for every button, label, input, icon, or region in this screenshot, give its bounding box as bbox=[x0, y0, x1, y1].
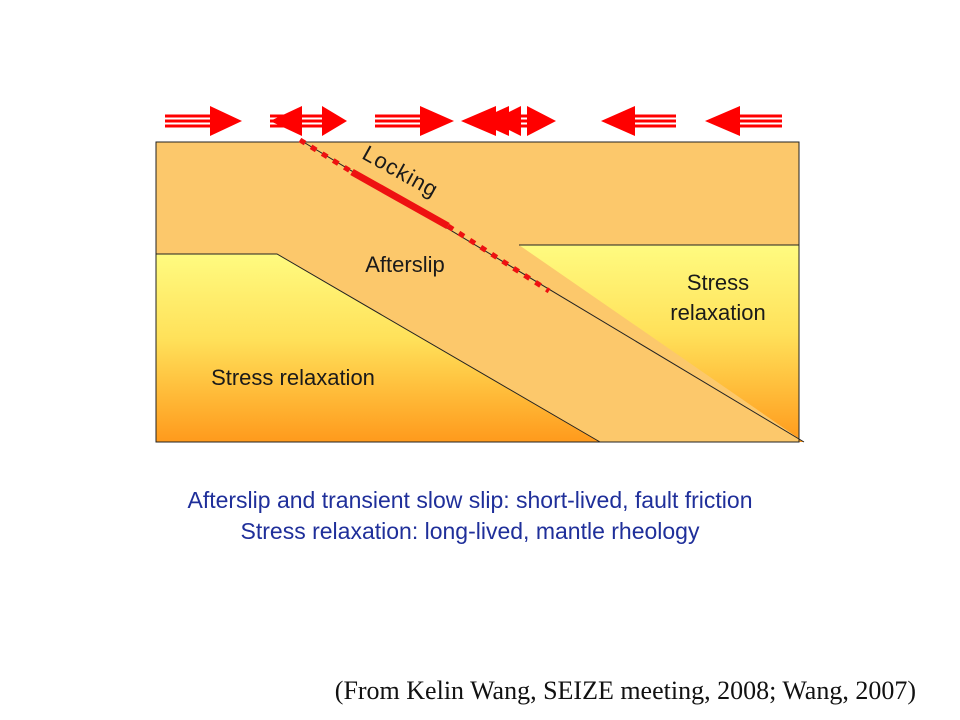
arrow-left-icon bbox=[491, 106, 528, 136]
diagram-frame bbox=[155, 141, 800, 443]
slab-bottom-boundary bbox=[156, 253, 601, 443]
locked-fault-segment bbox=[350, 168, 450, 230]
arrow-left-icon bbox=[705, 106, 782, 136]
arrow-right-icon bbox=[375, 106, 454, 136]
caption-line-1: Afterslip and transient slow slip: short… bbox=[187, 487, 753, 513]
source-citation: (From Kelin Wang, SEIZE meeting, 2008; W… bbox=[334, 676, 916, 705]
subduction-diagram: Locking Afterslip Stress relaxation Stre… bbox=[155, 106, 805, 443]
arrow-right-icon bbox=[298, 106, 347, 136]
caption-line-2: Stress relaxation: long-lived, mantle rh… bbox=[240, 518, 700, 544]
stress-relaxation-right-line1: Stress bbox=[687, 270, 749, 295]
arrow-right-icon bbox=[525, 106, 556, 136]
afterslip-label: Afterslip bbox=[365, 252, 444, 277]
arrow-right-icon bbox=[165, 106, 242, 136]
afterslip-fault-upper bbox=[298, 137, 354, 175]
stress-relaxation-left-label: Stress relaxation bbox=[211, 365, 375, 390]
arrow-left-icon bbox=[601, 106, 676, 136]
surface-motion-arrows bbox=[165, 106, 782, 136]
left-mantle-region bbox=[156, 254, 600, 442]
stress-relaxation-right-line2: relaxation bbox=[670, 300, 765, 325]
right-mantle-region bbox=[519, 245, 804, 442]
